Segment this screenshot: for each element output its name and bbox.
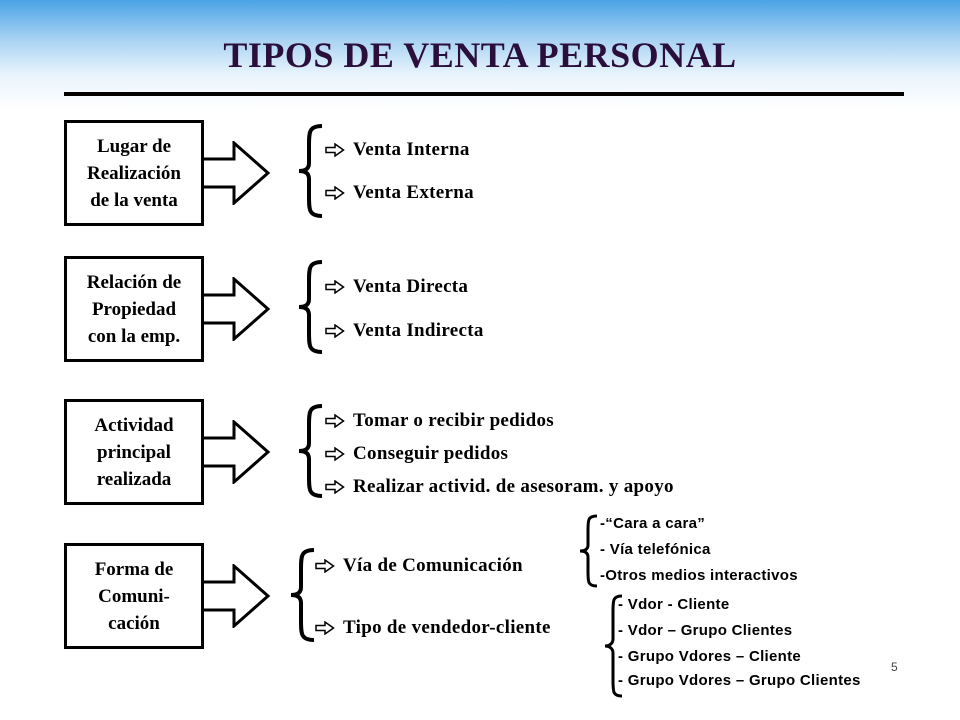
- left-brace: [298, 260, 323, 354]
- item-tipo-vendedor-cliente: Tipo de vendedor-cliente: [315, 617, 551, 639]
- connector-arrow: [204, 564, 271, 628]
- hollow-right-arrow-icon: [325, 186, 345, 200]
- sub-item: -Otros medios interactivos: [600, 567, 798, 584]
- item-tomar-pedidos: Tomar o recibir pedidos: [325, 410, 554, 432]
- box-line: Comuni-: [98, 585, 170, 607]
- left-brace: [298, 404, 323, 498]
- sub-item: - Vía telefónica: [600, 541, 711, 558]
- left-brace: [290, 548, 315, 642]
- connector-arrow: [204, 141, 271, 205]
- hollow-right-arrow-icon: [325, 280, 345, 294]
- category-box-lugar: Lugar de Realización de la venta: [64, 120, 204, 226]
- item-venta-externa: Venta Externa: [325, 182, 474, 204]
- category-box-relacion: Relación de Propiedad con la emp.: [64, 256, 204, 362]
- hollow-right-arrow-icon: [325, 143, 345, 157]
- item-label: Venta Externa: [353, 182, 474, 203]
- slide-title: TIPOS DE VENTA PERSONAL: [223, 35, 737, 75]
- item-label: Venta Directa: [353, 276, 469, 297]
- left-brace: [298, 124, 323, 218]
- item-conseguir-pedidos: Conseguir pedidos: [325, 443, 508, 465]
- item-venta-indirecta: Venta Indirecta: [325, 320, 484, 342]
- item-label: Tomar o recibir pedidos: [353, 410, 554, 431]
- box-line: cación: [108, 612, 160, 634]
- item-label: Vía de Comunicación: [343, 555, 523, 576]
- sub-item: -“Cara a cara”: [600, 515, 706, 532]
- connector-arrow: [204, 277, 271, 341]
- item-label: Venta Indirecta: [353, 320, 484, 341]
- box-line: Relación de: [86, 271, 182, 293]
- category-box-actividad: Actividad principal realizada: [64, 399, 204, 505]
- item-label: Venta Interna: [353, 139, 470, 160]
- hollow-right-arrow-icon: [325, 414, 345, 428]
- connector-arrow: [204, 420, 271, 484]
- item-venta-directa: Venta Directa: [325, 276, 468, 298]
- hollow-right-arrow-icon: [325, 324, 345, 338]
- title-underline: [64, 92, 904, 96]
- hollow-right-arrow-icon: [315, 621, 335, 635]
- category-box-forma: Forma de Comuni- cación: [64, 543, 204, 649]
- page-number: 5: [891, 660, 898, 674]
- item-label: Realizar activid. de asesoram. y apoyo: [353, 476, 674, 497]
- sub-item: - Vdor – Grupo Clientes: [618, 622, 793, 639]
- box-line: de la venta: [90, 189, 178, 211]
- item-venta-interna: Venta Interna: [325, 139, 470, 161]
- hollow-right-arrow-icon: [325, 480, 345, 494]
- box-line: Propiedad: [91, 298, 177, 320]
- left-brace-small: [604, 594, 623, 698]
- box-line: Realización: [87, 162, 181, 184]
- box-line: principal: [97, 441, 171, 463]
- box-line: con la emp.: [87, 325, 181, 347]
- item-label: Conseguir pedidos: [353, 443, 509, 464]
- hollow-right-arrow-icon: [315, 559, 335, 573]
- sub-item: - Grupo Vdores – Grupo Clientes: [618, 672, 861, 689]
- box-line: realizada: [96, 468, 172, 490]
- item-label: Tipo de vendedor-cliente: [343, 617, 551, 638]
- item-via-comunicacion: Vía de Comunicación: [315, 555, 523, 577]
- item-realizar-actividades: Realizar activid. de asesoram. y apoyo: [325, 476, 674, 498]
- left-brace-small: [579, 514, 598, 588]
- box-line: Forma de: [94, 558, 174, 580]
- sub-item: - Vdor - Cliente: [618, 596, 730, 613]
- sub-item: - Grupo Vdores – Cliente: [618, 648, 802, 665]
- hollow-right-arrow-icon: [325, 447, 345, 461]
- box-line: Actividad: [94, 414, 174, 436]
- box-line: Lugar de: [96, 135, 172, 157]
